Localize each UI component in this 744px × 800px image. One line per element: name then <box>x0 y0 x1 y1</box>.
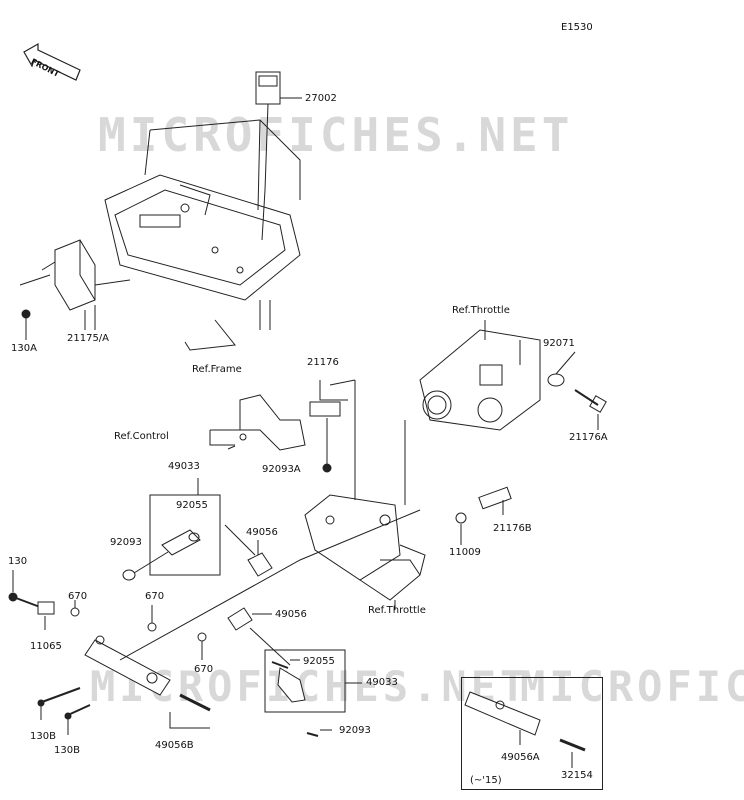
injector-upper <box>122 478 221 581</box>
inset-rail <box>464 691 586 768</box>
control-bracket <box>209 394 306 451</box>
part-label-21176b: 21176B <box>493 523 532 534</box>
throttle-body-upper <box>419 320 541 431</box>
ref-control-label: Ref.Control <box>114 431 169 442</box>
inset-note: (~'15) <box>470 775 502 786</box>
part-label-92093-bot: 92093 <box>339 725 371 736</box>
part-label-670-c: 670 <box>194 664 214 675</box>
part-label-92071: 92071 <box>543 338 575 349</box>
oring-670-set <box>70 600 207 660</box>
oring-11009 <box>455 512 467 545</box>
part-label-27002: 27002 <box>305 93 337 104</box>
watermark-text: MICROFICHES.NET <box>98 108 574 162</box>
part-label-21176: 21176 <box>307 357 339 368</box>
cap-49056-upper <box>224 524 273 577</box>
part-label-130b-a: 130B <box>30 731 56 742</box>
diagram-code: E1530 <box>561 22 593 33</box>
part-label-32154: 32154 <box>561 770 593 781</box>
part-label-49056-mid: 49056 <box>275 609 307 620</box>
part-label-92093-top: 92093 <box>110 537 142 548</box>
ref-throttle-label-top: Ref.Throttle <box>452 305 510 316</box>
part-label-92055-bot: 92055 <box>303 656 335 667</box>
sensor-21176 <box>309 380 348 473</box>
connector-27002 <box>255 71 302 241</box>
bolt-130b <box>37 687 91 735</box>
part-label-670-a: 670 <box>68 591 88 602</box>
part-label-130: 130 <box>8 556 28 567</box>
cap-49056-mid <box>227 607 291 666</box>
watermark-text: MICROFICHES.NET <box>520 662 744 711</box>
ecu-21175a <box>19 239 131 340</box>
part-label-49056b: 49056B <box>155 740 194 751</box>
spacer-11065 <box>37 601 55 630</box>
part-label-11009: 11009 <box>449 547 481 558</box>
inset-frame <box>461 677 603 790</box>
injector-lower <box>264 649 362 737</box>
throttle-body-lower <box>304 379 426 610</box>
part-label-130a: 130A <box>11 343 37 354</box>
part-label-670-b: 670 <box>145 591 165 602</box>
bolt-130 <box>8 570 41 608</box>
sensor-21176a <box>574 389 607 430</box>
ref-frame-label: Ref.Frame <box>192 364 242 375</box>
part-label-92093a: 92093A <box>262 464 301 475</box>
part-label-49033-top: 49033 <box>168 461 200 472</box>
part-label-49033-bot: 49033 <box>366 677 398 688</box>
frame-illustration <box>104 119 301 351</box>
part-label-92055-top: 92055 <box>176 500 208 511</box>
part-label-130b-b: 130B <box>54 745 80 756</box>
front-arrow-icon <box>23 42 81 81</box>
part-label-11065: 11065 <box>30 641 62 652</box>
part-label-49056a: 49056A <box>501 752 540 763</box>
sensor-21176b <box>478 486 512 515</box>
bushing-92071 <box>547 351 576 387</box>
part-label-21176a: 21176A <box>569 432 608 443</box>
ref-throttle-label-bottom: Ref.Throttle <box>368 605 426 616</box>
fuel-rail <box>84 509 421 729</box>
part-label-21175a: 21175/A <box>67 333 110 344</box>
part-label-49056-top: 49056 <box>246 527 278 538</box>
